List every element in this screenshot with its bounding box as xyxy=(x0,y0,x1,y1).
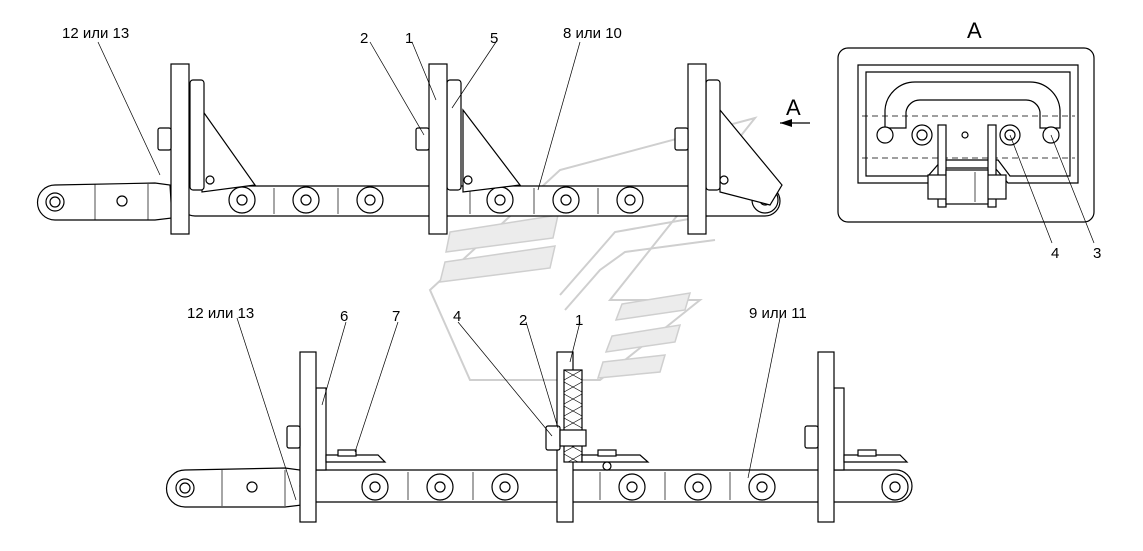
label-bot-2: 2 xyxy=(519,312,527,329)
label-bot-4: 4 xyxy=(453,308,461,325)
hatched-section xyxy=(563,369,583,463)
bottom-flight-3 xyxy=(804,351,909,523)
watermark-logo xyxy=(428,116,758,381)
label-bot-6: 6 xyxy=(340,308,348,325)
label-top-12-13: 12 или 13 xyxy=(62,25,129,42)
label-top-1: 1 xyxy=(405,30,413,47)
top-flight-2 xyxy=(415,63,522,235)
bottom-flight-2 xyxy=(545,351,650,523)
label-top-2: 2 xyxy=(360,30,368,47)
bottom-chain-rollers xyxy=(361,473,909,501)
label-view-4: 4 xyxy=(1051,245,1059,262)
bottom-flight-1 xyxy=(286,351,387,523)
view-arrow-label: А xyxy=(786,95,801,120)
label-bot-1: 1 xyxy=(575,312,583,329)
label-bot-12-13: 12 или 13 xyxy=(187,305,254,322)
bottom-chain-view: 12 или 13 6 7 4 2 1 9 или 11 xyxy=(165,305,913,523)
top-chain-view: А 12 или 13 2 1 5 8 или 10 xyxy=(36,25,810,235)
view-a-title: А xyxy=(967,18,982,43)
section-view-a: А 4 3 xyxy=(837,18,1101,262)
label-top-5: 5 xyxy=(490,30,498,47)
label-bot-7: 7 xyxy=(392,308,400,325)
top-flight-3 xyxy=(674,63,783,235)
label-view-3: 3 xyxy=(1093,245,1101,262)
label-top-8-10: 8 или 10 xyxy=(563,25,622,42)
top-flight-1 xyxy=(157,63,257,235)
label-bot-9-11: 9 или 11 xyxy=(749,305,807,322)
